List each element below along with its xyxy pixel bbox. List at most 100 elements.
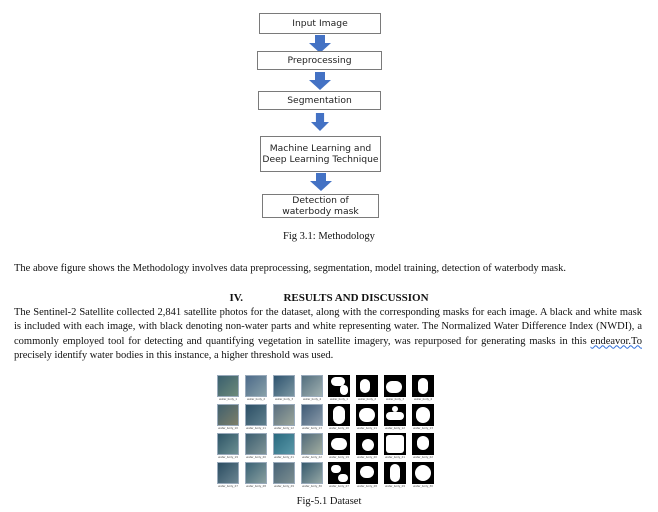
down-arrow-icon [311,113,329,131]
thumbnail-label: water_body_20 [246,456,266,459]
thumbnail-label: water_body_4 [302,398,322,401]
mask-thumbnail: water_body_11 [356,404,378,430]
satellite-image [301,375,323,397]
down-arrow-icon [309,72,331,90]
down-arrow-icon [310,173,332,191]
mask-image [384,404,406,426]
mask-thumbnail: water_body_3 [384,375,406,401]
thumbnail-label: water_body_11 [246,427,266,430]
satellite-thumbnail: water_body_20 [245,433,267,459]
intro-paragraph: The above figure shows the Methodology i… [14,263,566,274]
satellite-thumbnail: water_body_27 [217,462,239,488]
satellite-image [273,404,295,426]
thumbnail-label: water_body_13 [413,427,433,430]
thumbnail-label: water_body_19 [218,456,238,459]
flow-step-segmentation: Segmentation [258,91,381,110]
satellite-thumbnail: water_body_30 [301,462,323,488]
mask-image [328,462,350,484]
thumbnail-label: water_body_12 [274,427,294,430]
mask-image [412,375,434,397]
mask-image [384,433,406,455]
mask-image [328,433,350,455]
body-text-part1: The Sentinel-2 Satellite collected 2,841… [14,307,642,347]
thumbnail-label: water_body_27 [218,485,238,488]
thumbnail-label: water_body_30 [302,485,322,488]
satellite-thumbnail: water_body_10 [217,404,239,430]
mask-image [356,404,378,426]
satellite-thumbnail: water_body_3 [273,375,295,401]
thumbnail-label: water_body_3 [274,398,294,401]
mask-thumbnail: water_body_10 [328,404,350,430]
thumbnail-label: water_body_1 [329,398,349,401]
mask-thumbnail: water_body_4 [412,375,434,401]
mask-image [384,462,406,484]
mask-thumbnail: water_body_29 [384,462,406,488]
satellite-image [217,462,239,484]
satellite-image [273,375,295,397]
flow-step-input-image: Input Image [259,13,381,34]
satellite-thumbnail: water_body_19 [217,433,239,459]
mask-image [328,375,350,397]
thumbnail-label: water_body_3 [385,398,405,401]
thumbnail-label: water_body_11 [357,427,377,430]
mask-thumbnail: water_body_19 [328,433,350,459]
mask-thumbnail: water_body_27 [328,462,350,488]
figure-caption: Fig 3.1: Methodology [283,231,375,242]
satellite-image [301,433,323,455]
satellite-thumbnail: water_body_12 [273,404,295,430]
thumbnail-label: water_body_2 [357,398,377,401]
thumbnail-label: water_body_4 [413,398,433,401]
body-paragraph: The Sentinel-2 Satellite collected 2,841… [14,306,642,363]
satellite-image [217,404,239,426]
satellite-thumbnail: water_body_2 [245,375,267,401]
section-number: IV. [229,292,243,304]
satellite-image [301,404,323,426]
mask-image [384,375,406,397]
flow-step-label: Segmentation [287,94,352,106]
mask-thumbnail: water_body_30 [412,462,434,488]
satellite-thumbnail: water_body_29 [273,462,295,488]
satellite-image [245,433,267,455]
flow-step-ml-dl-technique: Machine Learning and Deep Learning Techn… [260,136,381,172]
satellite-thumbnail: water_body_11 [245,404,267,430]
flow-step-detection: Detection of waterbody mask [262,194,379,218]
mask-image [356,462,378,484]
mask-image [412,462,434,484]
satellite-image [245,375,267,397]
thumbnail-label: water_body_29 [385,485,405,488]
satellite-image [217,433,239,455]
mask-thumbnail: water_body_22 [412,433,434,459]
thumbnail-label: water_body_28 [246,485,266,488]
thumbnail-label: water_body_22 [413,456,433,459]
satellite-thumbnail: water_body_21 [273,433,295,459]
thumbnail-label: water_body_29 [274,485,294,488]
satellite-image [301,462,323,484]
mask-thumbnail: water_body_20 [356,433,378,459]
thumbnail-label: water_body_20 [357,456,377,459]
section-heading: IV. RESULTS AND DISCUSSION [0,292,658,304]
satellite-thumbnail: water_body_1 [217,375,239,401]
satellite-image [273,462,295,484]
mask-thumbnail: water_body_28 [356,462,378,488]
mask-thumbnail: water_body_21 [384,433,406,459]
dataset-figure-caption: Fig-5.1 Dataset [296,496,362,507]
thumbnail-label: water_body_10 [329,427,349,430]
flow-step-label: Detection of waterbody mask [282,194,359,218]
thumbnail-label: water_body_21 [385,456,405,459]
thumbnail-label: water_body_28 [357,485,377,488]
thumbnail-label: water_body_27 [329,485,349,488]
thumbnail-label: water_body_13 [302,427,322,430]
mask-image [412,404,434,426]
thumbnail-label: water_body_12 [385,427,405,430]
satellite-image [245,462,267,484]
spellcheck-underlined-word: endeavor.To [590,335,642,347]
satellite-thumbnail: water_body_4 [301,375,323,401]
thumbnail-label: water_body_10 [218,427,238,430]
thumbnail-label: water_body_30 [413,485,433,488]
satellite-thumbnail: water_body_22 [301,433,323,459]
satellite-thumbnail: water_body_28 [245,462,267,488]
section-title: RESULTS AND DISCUSSION [283,292,429,304]
thumbnail-label: water_body_1 [218,398,238,401]
satellite-thumbnail: water_body_13 [301,404,323,430]
